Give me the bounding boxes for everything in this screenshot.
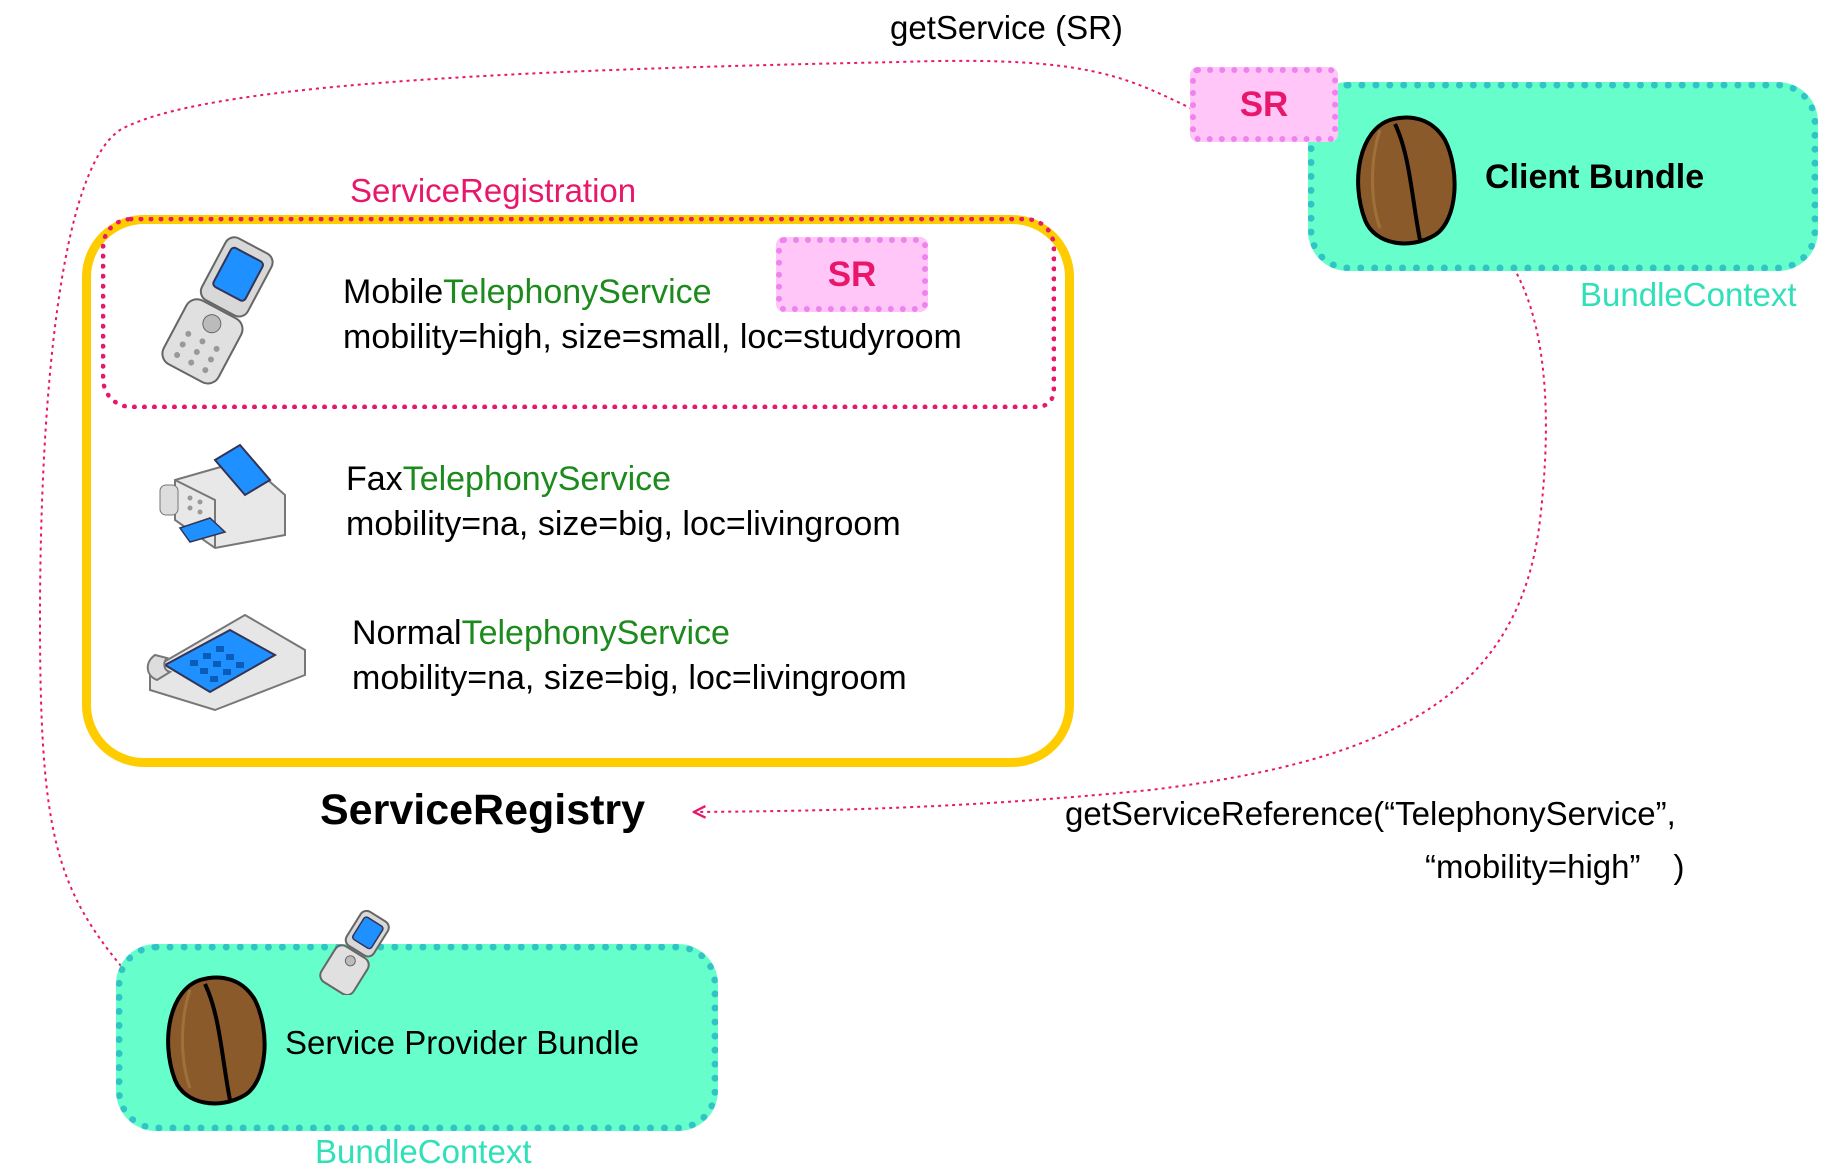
- provider-bundle-context: BundleContext: [315, 1133, 532, 1170]
- normal-service-type: TelephonyService: [461, 614, 730, 652]
- bean-icon: [1356, 115, 1457, 246]
- get-service-arrow: [38, 59, 1206, 1005]
- mobile-service-props: mobility=high, size=small, loc=studyroom: [343, 318, 962, 356]
- normal-service-props: mobility=na, size=big, loc=livingroom: [352, 659, 907, 697]
- provider-bundle-label: Service Provider Bundle: [285, 1024, 640, 1061]
- fax-service-props: mobility=na, size=big, loc=livingroom: [346, 505, 901, 543]
- mobile-service-name: MobileTelephonyService: [343, 273, 712, 312]
- mobile-service-type: TelephonyService: [443, 273, 712, 311]
- mobile-service-registration: [101, 217, 1056, 409]
- mobile-phone-icon: [161, 236, 274, 385]
- mobile-service-prefix: Mobile: [343, 273, 444, 311]
- fax-service-name: FaxTelephonyService: [346, 460, 671, 499]
- normal-service-name: NormalTelephonyService: [352, 614, 730, 653]
- service-registration-label: ServiceRegistration: [350, 172, 637, 209]
- desk-phone-icon: [146, 613, 306, 712]
- client-bundle-context: BundleContext: [1580, 276, 1797, 313]
- fax-service-type: TelephonyService: [402, 460, 672, 498]
- bean-icon: [166, 975, 267, 1106]
- get-service-label: getService (SR): [890, 9, 1123, 46]
- client-sr-badge: SR: [1190, 67, 1338, 142]
- mobile-sr-badge: SR: [776, 237, 928, 312]
- fax-service-prefix: Fax: [346, 460, 403, 498]
- mobile-phone-icon: [319, 909, 390, 995]
- normal-service-prefix: Normal: [352, 614, 462, 652]
- fax-machine-icon: [159, 443, 286, 550]
- get-service-reference-line2: “mobility=high” ): [1425, 848, 1685, 885]
- service-registry-title: ServiceRegistry: [320, 786, 646, 834]
- get-service-reference-line1: getServiceReference(“TelephonyService”,: [1065, 795, 1676, 832]
- client-bundle-label: Client Bundle: [1485, 158, 1705, 196]
